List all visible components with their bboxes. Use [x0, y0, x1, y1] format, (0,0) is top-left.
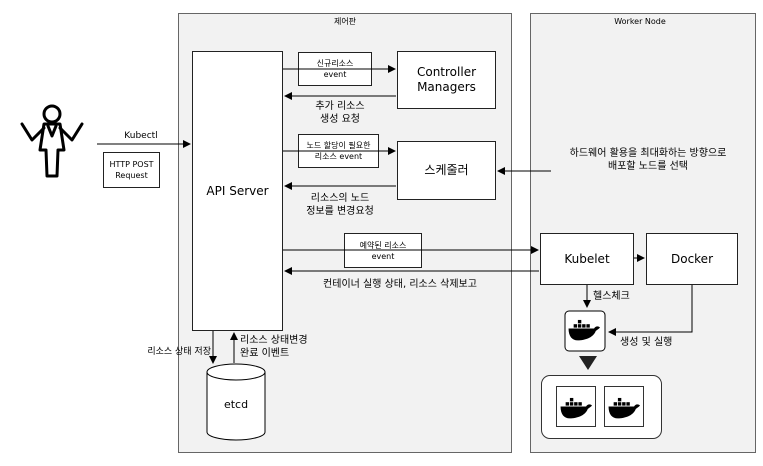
scheduling-note: 하드웨어 활용을 최대화하는 방향으로 배포할 노드를 선택 [569, 148, 727, 172]
container-icon [564, 310, 606, 352]
etcd-cylinder[interactable] [206, 363, 266, 441]
controller-managers-box[interactable]: Controller Managers [397, 51, 496, 109]
scheduler-box[interactable]: 스케줄러 [397, 141, 496, 200]
create-and-run-label: 생성 및 실행 [620, 337, 673, 348]
api-server-box[interactable]: API Server [192, 51, 283, 331]
kubectl-label: Kubectl [124, 131, 158, 141]
reserved-resource-event-box: 예약된 리소스 event [344, 233, 422, 268]
docker-label: Docker [670, 251, 714, 266]
kubelet-box[interactable]: Kubelet [540, 233, 634, 285]
user-icon [20, 104, 84, 178]
state-change-done-event-label: 리소스 상태변경 완료 이벤트 [240, 335, 308, 359]
container-status-report-label: 컨테이너 실행 상태, 리소스 삭제보고 [323, 279, 477, 290]
triangle-down-icon [579, 356, 597, 370]
etcd-label: etcd [223, 398, 249, 411]
api-server-label: API Server [206, 183, 269, 198]
kubelet-label: Kubelet [564, 251, 610, 266]
worker-node-title: Worker Node [614, 17, 666, 26]
scheduler-label: 스케줄러 [424, 163, 469, 177]
whale-icon [608, 397, 640, 419]
store-resource-state-label: 리소스 상태 저장 [147, 347, 211, 357]
docker-box[interactable]: Docker [646, 233, 738, 285]
change-node-request-label: 리소스의 노드 정보를 변경요청 [306, 193, 374, 217]
arrow-docker-to-container [608, 285, 693, 336]
http-post-request-label: HTTP POST Request [109, 160, 154, 180]
health-check-label: 헬스체크 [593, 291, 630, 302]
control-plane-title: 제어판 [333, 17, 357, 26]
http-post-request-box: HTTP POST Request [103, 152, 160, 188]
controller-managers-label: Controller Managers [416, 65, 477, 94]
add-resource-request-label: 추가 리소스 생성 요청 [315, 101, 365, 125]
new-resource-event-label: 신규리소스 event [316, 59, 354, 79]
reserved-resource-event-label: 예약된 리소스 event [359, 240, 407, 261]
whale-icon [560, 397, 592, 419]
node-assign-event-label: 노드 할당이 필요한 리소스 event [306, 141, 371, 161]
